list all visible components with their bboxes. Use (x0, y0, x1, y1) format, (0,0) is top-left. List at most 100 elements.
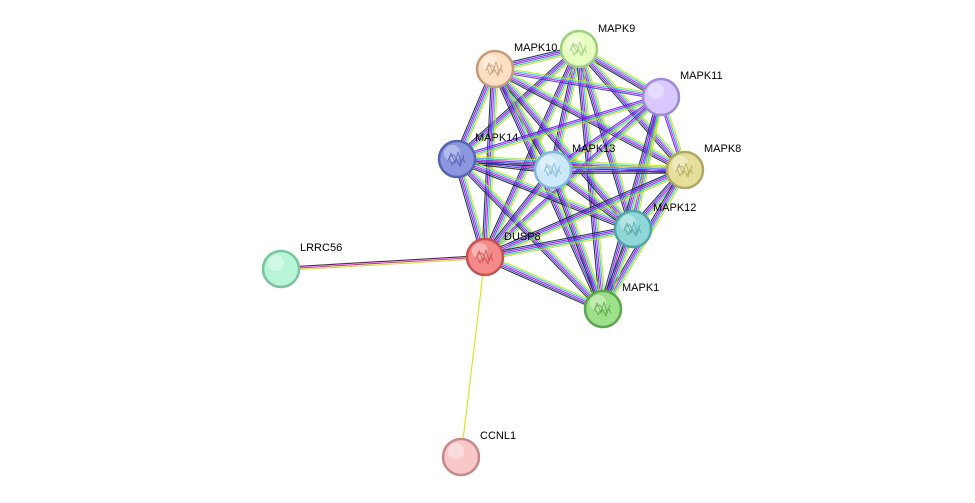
edge-evidence-line (484, 225, 633, 255)
edge-evidence-line (491, 70, 601, 311)
edge-mapk8-dusp8[interactable] (483, 166, 687, 261)
node-highlight (443, 144, 461, 162)
node-mapk10[interactable]: MAPK10 (475, 42, 557, 89)
edge-evidence-line (484, 228, 634, 258)
edge-evidence-line (486, 98, 663, 260)
edge-evidence-line (457, 98, 662, 162)
edge-evidence-line (578, 48, 634, 230)
edge-evidence-line (486, 172, 687, 261)
node-circle[interactable] (437, 139, 477, 179)
node-mapk12[interactable]: MAPK12 (613, 202, 696, 249)
node-label: MAPK13 (572, 143, 615, 155)
node-highlight (267, 254, 285, 272)
edge-evidence-line (494, 69, 661, 99)
node-circle[interactable] (475, 49, 515, 89)
node-highlight (589, 294, 607, 312)
node-mapk8[interactable]: MAPK8 (665, 143, 741, 190)
edge-evidence-line (494, 70, 661, 100)
node-mapk11[interactable]: MAPK11 (641, 70, 723, 117)
node-circle[interactable] (261, 249, 301, 289)
edge-evidence-line (458, 156, 606, 308)
edge-evidence-line (457, 157, 634, 229)
edge-evidence-line (280, 256, 486, 270)
protein-structure-icon (623, 221, 642, 237)
node-label: CCNL1 (480, 430, 516, 442)
edge-evidence-line (483, 259, 602, 313)
edge-evidence-line (456, 48, 580, 160)
edge-evidence-line (484, 256, 604, 310)
node-circle[interactable] (613, 209, 653, 249)
node-mapk14[interactable]: MAPK14 (437, 132, 518, 179)
edge-evidence-line (456, 95, 661, 159)
edge-evidence-line (456, 94, 661, 158)
node-circle[interactable] (533, 150, 573, 190)
edge-evidence-line (457, 155, 686, 168)
edge-evidence-line (599, 96, 659, 309)
edge-dusp8-lrrc56[interactable] (280, 254, 486, 272)
node-circle[interactable] (641, 77, 681, 117)
protein-structure-icon (543, 162, 562, 178)
protein-structure-icon (447, 151, 466, 167)
edge-evidence-line (495, 66, 662, 96)
edge-evidence-line (484, 48, 580, 258)
node-circle[interactable] (465, 237, 505, 277)
node-label: DUSP8 (504, 231, 541, 243)
edge-evidence-line (280, 254, 485, 268)
edge-evidence-line (457, 97, 662, 161)
edge-evidence-line (485, 230, 634, 260)
node-label: MAPK10 (514, 42, 557, 54)
node-highlight (471, 242, 489, 260)
node-mapk9[interactable]: MAPK9 (559, 23, 635, 69)
edge-mapk13-mapk8[interactable] (553, 166, 685, 174)
node-mapk13[interactable]: MAPK13 (533, 143, 615, 190)
protein-structure-icon (485, 61, 504, 77)
node-circle[interactable] (559, 29, 599, 69)
edge-evidence-line (578, 48, 604, 310)
node-lrrc56[interactable]: LRRC56 (261, 242, 342, 289)
node-highlight (447, 442, 465, 460)
node-label: LRRC56 (300, 242, 342, 254)
protein-structure-icon (675, 162, 694, 178)
edge-evidence-line (281, 258, 486, 272)
edge-evidence-line (576, 50, 684, 173)
edge-mapk11-mapk14[interactable] (456, 94, 662, 162)
node-mapk1[interactable]: MAPK1 (583, 282, 659, 329)
node-label: MAPK11 (680, 70, 723, 82)
edge-evidence-line (455, 161, 633, 233)
edge-evidence-line (460, 256, 486, 458)
edge-evidence-line (493, 69, 603, 310)
edge-evidence-line (549, 170, 601, 311)
edge-evidence-line (485, 231, 634, 261)
node-dusp8[interactable]: DUSP8 (465, 231, 541, 277)
edge-evidence-line (552, 95, 661, 170)
edge-dusp8-ccnl1[interactable] (460, 256, 486, 458)
edge-evidence-line (578, 48, 686, 171)
edge-evidence-line (496, 65, 687, 168)
edge-evidence-line (580, 48, 606, 309)
edge-evidence-line (456, 158, 634, 230)
node-ccnl1[interactable]: CCNL1 (441, 430, 516, 477)
edge-evidence-line (484, 226, 633, 256)
edge-mapk9-mapk14[interactable] (454, 46, 582, 162)
edge-evidence-line (484, 169, 686, 258)
node-circle[interactable] (665, 150, 705, 190)
edge-evidence-line (484, 168, 685, 257)
node-circle[interactable] (441, 437, 481, 477)
node-highlight (539, 155, 557, 173)
edge-evidence-line (456, 159, 633, 231)
node-label: MAPK14 (475, 132, 518, 144)
edge-mapk14-mapk12[interactable] (455, 155, 635, 233)
node-label: MAPK9 (598, 23, 635, 35)
edge-evidence-line (551, 94, 660, 169)
edge-evidence-line (455, 159, 603, 311)
node-circle[interactable] (583, 289, 623, 329)
edge-evidence-line (581, 47, 637, 229)
node-label: MAPK12 (653, 202, 696, 214)
edge-dusp8-mapk1[interactable] (483, 253, 605, 313)
node-highlight (565, 34, 583, 52)
protein-structure-icon (569, 41, 588, 57)
edge-mapk12-dusp8[interactable] (484, 225, 634, 261)
edge-evidence-line (484, 257, 603, 311)
edge-mapk10-mapk11[interactable] (494, 66, 662, 100)
